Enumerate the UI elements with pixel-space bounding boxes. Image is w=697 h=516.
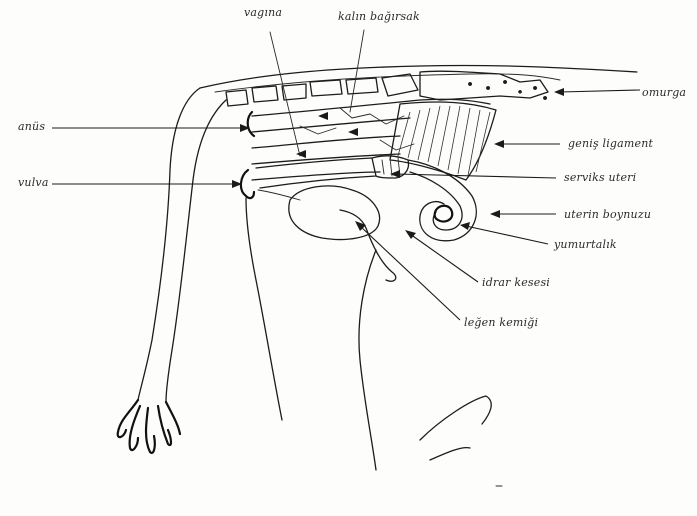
vulva-opening: [241, 170, 254, 198]
udder-contour-2: [430, 448, 470, 460]
spine-block-4: [310, 80, 342, 96]
urethra: [258, 190, 300, 200]
rectum-band-3: [252, 136, 400, 148]
label-lecen-kemigi: leğen kemiği: [464, 316, 538, 329]
broad-ligament-hatch: [398, 106, 490, 176]
spine-block-1: [226, 90, 248, 106]
tail-switch: [118, 400, 180, 453]
rectum-band-5: [252, 172, 380, 180]
vagina-pointer-line: [270, 32, 300, 156]
tail-outer: [138, 88, 200, 400]
perineum-line: [246, 198, 282, 420]
label-yumurtalik: yumurtalık: [554, 238, 617, 251]
label-vagina: vagına: [244, 6, 282, 19]
rectum-band-top: [252, 99, 490, 116]
label-anus: anüs: [18, 120, 45, 133]
back-outline: [200, 65, 637, 88]
tail-inner: [166, 100, 226, 402]
spine-block-6: [382, 74, 418, 96]
label-omurga: omurga: [642, 86, 686, 99]
rectum-band-4: [252, 154, 400, 164]
label-kalin-bagirsak: kalın bağırsak: [338, 10, 420, 23]
label-vulva: vulva: [18, 176, 49, 189]
spine-block-2: [252, 86, 278, 102]
lower-body-contour: [359, 250, 376, 470]
label-uterin-boynuzu: uterin boynuzu: [564, 208, 651, 221]
pelvis-bone: [340, 210, 396, 281]
udder-contour: [420, 396, 491, 440]
label-idrar-kesesi: idrar kesesi: [482, 276, 550, 289]
label-genis-ligament: geniş ligament: [568, 137, 653, 150]
label-serviks-uteri: serviks uteri: [564, 171, 636, 184]
ovary: [435, 206, 453, 222]
spine-block-5: [346, 78, 378, 94]
kalin-pointer-line: [350, 30, 364, 112]
